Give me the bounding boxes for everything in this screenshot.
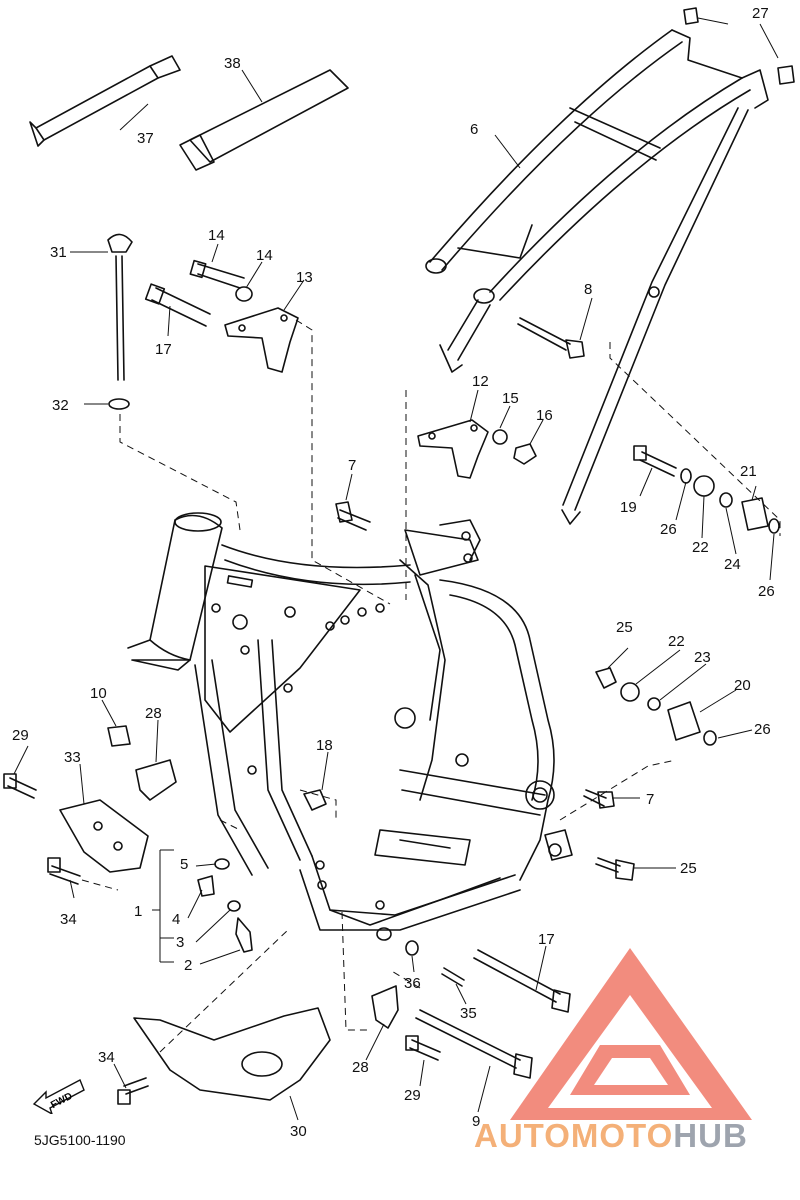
callout-26b: 26 xyxy=(758,583,775,600)
callout-32: 32 xyxy=(52,397,69,414)
assembly-dash-lines xyxy=(81,319,781,1053)
watermark-text: AUTOMOTOHUB xyxy=(474,1117,748,1155)
callout-12: 13 xyxy=(296,269,313,286)
callout-31: 31 xyxy=(50,244,67,261)
callout-26c: 26 xyxy=(754,721,771,738)
callout-23b: 23 xyxy=(694,649,711,666)
callout-24: 25 xyxy=(680,860,697,877)
callout-38: 38 xyxy=(224,55,241,72)
callout-27: 27 xyxy=(752,5,769,22)
callout-20: 20 xyxy=(734,677,751,694)
callout-3: 3 xyxy=(176,934,184,951)
callout-35: 35 xyxy=(460,1005,477,1022)
callout-28: 28 xyxy=(145,705,162,722)
callout-2: 2 xyxy=(184,957,192,974)
callout-17: 17 xyxy=(538,931,555,948)
callout-14: 14 xyxy=(256,247,273,264)
callout-4: 4 xyxy=(172,911,180,928)
watermark-part2: HUB xyxy=(673,1117,748,1154)
callout-7b: 7 xyxy=(646,791,654,808)
callout-30: 30 xyxy=(290,1123,307,1140)
callout-10: 10 xyxy=(90,685,107,702)
callout-21: 21 xyxy=(740,463,757,480)
callout-37: 37 xyxy=(137,130,154,147)
callout-25: 25 xyxy=(616,619,633,636)
callout-22b: 22 xyxy=(668,633,685,650)
callout-26: 26 xyxy=(660,521,677,538)
callout-8: 8 xyxy=(584,281,592,298)
callout-11: 12 xyxy=(472,373,489,390)
watermark-part1: AUTOMOTO xyxy=(474,1117,674,1154)
callout-9: 9 xyxy=(472,1113,480,1130)
diagram-code: 5JG5100-1190 xyxy=(34,1132,126,1148)
callout-23: 24 xyxy=(724,556,741,573)
callout-19: 19 xyxy=(620,499,637,516)
callout-22: 22 xyxy=(692,539,709,556)
callout-29b: 29 xyxy=(404,1087,421,1104)
callout-18: 18 xyxy=(316,737,333,754)
callout-labels: 37 38 6 27 8 31 32 14 14 13 17 12 15 16 … xyxy=(12,5,775,1140)
callout-7: 7 xyxy=(348,457,356,474)
callout-34b: 34 xyxy=(98,1049,115,1066)
callout-14b: 15 xyxy=(502,390,519,407)
watermark-logo xyxy=(510,948,752,1120)
callout-13: 14 xyxy=(208,227,225,244)
rear-subframe xyxy=(425,29,769,525)
callout-36: 36 xyxy=(404,975,421,992)
callout-29: 29 xyxy=(12,727,29,744)
callout-5: 5 xyxy=(180,856,188,873)
callout-33: 33 xyxy=(64,749,81,766)
callout-28b: 28 xyxy=(352,1059,369,1076)
small-parts xyxy=(3,7,795,1105)
main-frame xyxy=(127,512,573,931)
callout-6: 6 xyxy=(470,121,478,138)
callout-16: 17 xyxy=(155,341,172,358)
callout-15: 16 xyxy=(536,407,553,424)
callout-1: 1 xyxy=(134,903,142,920)
fwd-arrow-icon: FWD xyxy=(32,1079,85,1114)
callout-34: 34 xyxy=(60,911,77,928)
leader-lines xyxy=(13,17,779,1121)
